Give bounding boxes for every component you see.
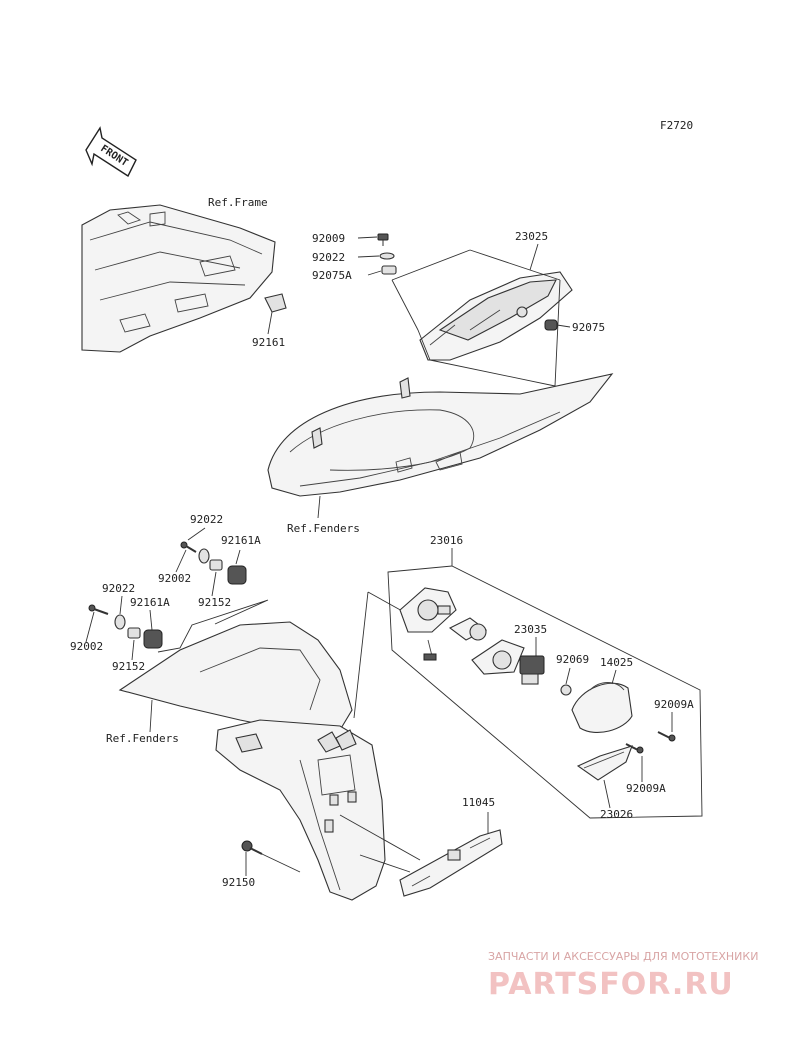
grommet-92161A-left bbox=[143, 629, 163, 649]
part-92022-upper: 92022 bbox=[312, 251, 345, 264]
part-23016: 23016 bbox=[430, 534, 463, 547]
watermark-brand: PARTSFOR.RU bbox=[488, 967, 734, 1002]
part-92022-left: 92022 bbox=[102, 582, 135, 595]
cover-23026-drawing bbox=[576, 745, 633, 781]
collar-92152-upper bbox=[209, 559, 223, 571]
screw-92150 bbox=[241, 840, 263, 855]
watermark-tagline: ЗАПЧАСТИ И АКСЕССУАРЫ ДЛЯ МОТОТЕХНИКИ bbox=[488, 950, 758, 963]
part-92002-left: 92002 bbox=[70, 640, 103, 653]
frame-drawing bbox=[81, 204, 287, 353]
lens-14025-drawing bbox=[571, 682, 633, 733]
bracket-11045-drawing bbox=[399, 829, 503, 897]
part-11045: 11045 bbox=[462, 796, 495, 809]
ref-fenders-lower-label: Ref.Fenders bbox=[106, 732, 179, 745]
lower-fender-drawing bbox=[118, 621, 386, 901]
front-arrow-icon: FRONT bbox=[85, 126, 137, 178]
grommet-92075A bbox=[381, 265, 397, 275]
upper-fender-drawing bbox=[267, 373, 614, 497]
part-23025: 23025 bbox=[515, 230, 548, 243]
bulb-holder-drawing bbox=[519, 655, 545, 685]
part-92075: 92075 bbox=[572, 321, 605, 334]
part-92069: 92069 bbox=[556, 653, 589, 666]
fastener-92009 bbox=[377, 233, 389, 246]
socket-23035-drawing bbox=[471, 639, 525, 675]
part-92022-mid: 92022 bbox=[190, 513, 223, 526]
part-92075A: 92075A bbox=[312, 269, 352, 282]
part-23026: 23026 bbox=[600, 808, 633, 821]
part-92152-left: 92152 bbox=[112, 660, 145, 673]
washer-92022-mid bbox=[198, 548, 210, 564]
part-92152-upper: 92152 bbox=[198, 596, 231, 609]
washer-92022-left bbox=[114, 614, 126, 630]
part-23035: 23035 bbox=[514, 623, 547, 636]
part-14025: 14025 bbox=[600, 656, 633, 669]
part-92002-upper: 92002 bbox=[158, 572, 191, 585]
washer-92022-upper bbox=[379, 252, 395, 260]
part-92009: 92009 bbox=[312, 232, 345, 245]
part-92161: 92161 bbox=[252, 336, 285, 349]
screw-92009A-right bbox=[657, 731, 676, 742]
part-92161A-upper: 92161A bbox=[221, 534, 261, 547]
part-92150: 92150 bbox=[222, 876, 255, 889]
bolt-92002-left bbox=[88, 604, 109, 615]
collar-92152-left bbox=[127, 627, 141, 639]
bulb-socket-drawing bbox=[448, 617, 488, 641]
ref-fenders-upper-label: Ref.Fenders bbox=[287, 522, 360, 535]
lamp-housing-drawing bbox=[399, 587, 457, 661]
part-92009A-lower: 92009A bbox=[626, 782, 666, 795]
ref-frame-label: Ref.Frame bbox=[208, 196, 268, 209]
bolt-92002-upper bbox=[180, 541, 197, 553]
washer-92069 bbox=[560, 684, 572, 696]
grommet-92161A-upper bbox=[227, 565, 247, 585]
diagram-code: F2720 bbox=[660, 119, 693, 132]
tail-light-drawing bbox=[419, 271, 573, 361]
part-92161A-left: 92161A bbox=[130, 596, 170, 609]
part-92009A-right: 92009A bbox=[654, 698, 694, 711]
